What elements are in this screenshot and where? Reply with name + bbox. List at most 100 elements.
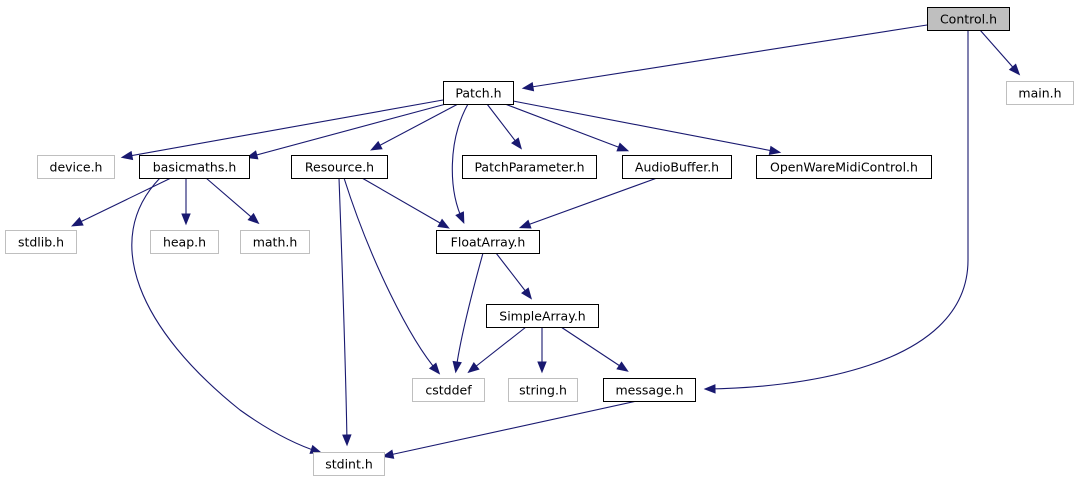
- edge-line: [123, 99, 444, 158]
- edges-layer: [70, 24, 1021, 459]
- edge-resource-to-cstddef: [343, 177, 441, 375]
- edge-arrowhead: [768, 145, 782, 156]
- node-box: [5, 230, 77, 254]
- node-openwaremidicontrol[interactable]: OpenWareMidiControl.h: [756, 155, 932, 179]
- node-label: device.h: [50, 160, 103, 175]
- node-string: string.h: [508, 378, 578, 402]
- edge-line: [495, 252, 531, 298]
- edge-patch-to-basicmaths: [245, 103, 447, 160]
- node-control[interactable]: Control.h: [927, 7, 1010, 31]
- node-label: AudioBuffer.h: [635, 160, 719, 175]
- node-patch[interactable]: Patch.h: [443, 81, 514, 105]
- node-box: [1006, 81, 1074, 105]
- node-main: main.h: [1006, 81, 1074, 105]
- edge-control-to-patch: [521, 24, 928, 92]
- node-cstddef: cstddef: [412, 378, 485, 402]
- edge-simplearray-to-cstddef: [467, 326, 527, 374]
- node-box: [291, 155, 388, 179]
- node-box: [139, 155, 250, 179]
- node-box: [462, 155, 597, 179]
- node-math: math.h: [240, 230, 310, 254]
- node-box: [150, 230, 219, 254]
- node-label: heap.h: [163, 235, 206, 250]
- edge-floatarray-to-simplearray: [495, 252, 533, 300]
- node-patchparameter[interactable]: PatchParameter.h: [462, 155, 597, 179]
- node-box: [436, 230, 540, 254]
- edge-arrowhead: [370, 140, 383, 151]
- node-label: FloatArray.h: [451, 235, 526, 250]
- edge-patch-to-openwaremidicontrol: [512, 100, 782, 156]
- edge-line: [486, 103, 521, 148]
- node-box: [927, 7, 1010, 31]
- node-label: cstddef: [425, 383, 472, 398]
- edge-resource-to-stdint: [338, 177, 352, 447]
- node-resource[interactable]: Resource.h: [291, 155, 388, 179]
- node-basicmaths[interactable]: basicmaths.h: [139, 155, 250, 179]
- edge-arrowhead: [537, 361, 547, 374]
- edge-basicmaths-to-math: [205, 177, 260, 225]
- edge-line: [131, 177, 320, 453]
- node-audiobuffer[interactable]: AudioBuffer.h: [622, 155, 732, 179]
- node-label: Patch.h: [455, 86, 501, 101]
- edge-line: [205, 177, 258, 223]
- edge-arrowhead: [521, 82, 535, 92]
- edge-patch-to-audiobuffer: [504, 103, 630, 152]
- node-floatarray[interactable]: FloatArray.h: [436, 230, 540, 254]
- node-label: SimpleArray.h: [499, 309, 585, 324]
- edge-arrowhead: [616, 142, 630, 152]
- edge-simplearray-to-string: [537, 327, 547, 374]
- node-box: [756, 155, 932, 179]
- edge-basicmaths-to-stdint: [131, 177, 323, 454]
- edge-line: [455, 252, 484, 371]
- edge-arrowhead: [511, 137, 523, 150]
- edge-line: [338, 177, 348, 444]
- edge-message-to-stdint: [381, 400, 638, 459]
- edge-arrowhead: [1008, 63, 1021, 76]
- node-simplearray[interactable]: SimpleArray.h: [486, 304, 599, 328]
- edge-line: [372, 103, 459, 150]
- edge-basicmaths-to-stdlib: [70, 177, 172, 227]
- node-box: [313, 452, 385, 476]
- edge-arrowhead: [428, 362, 441, 375]
- node-device: device.h: [37, 155, 115, 179]
- node-label: OpenWareMidiControl.h: [770, 160, 918, 175]
- edge-arrowhead: [455, 211, 465, 225]
- edge-simplearray-to-message: [560, 326, 629, 372]
- edge-arrowhead: [120, 150, 134, 161]
- edge-line: [343, 177, 439, 373]
- node-label: math.h: [253, 235, 298, 250]
- node-box: [412, 378, 485, 402]
- node-box: [486, 304, 599, 328]
- node-box: [240, 230, 310, 254]
- node-box: [443, 81, 514, 105]
- edge-control-to-message: [703, 29, 969, 394]
- edge-patch-to-floatarray: [451, 103, 469, 225]
- edge-arrowhead: [181, 213, 191, 226]
- edge-line: [512, 100, 779, 153]
- node-box: [603, 378, 696, 402]
- edge-arrowhead: [247, 212, 260, 225]
- node-box: [37, 155, 115, 179]
- node-box: [508, 378, 578, 402]
- edge-basicmaths-to-heap: [181, 178, 191, 226]
- node-label: stdint.h: [325, 457, 373, 472]
- node-label: PatchParameter.h: [474, 160, 584, 175]
- node-label: main.h: [1018, 86, 1061, 101]
- edge-arrowhead: [467, 362, 480, 374]
- node-label: basicmaths.h: [153, 160, 237, 175]
- node-label: Resource.h: [305, 160, 374, 175]
- node-heap: heap.h: [150, 230, 219, 254]
- edge-line: [524, 24, 928, 89]
- edge-arrowhead: [381, 449, 395, 459]
- edge-line: [521, 177, 658, 228]
- edge-patch-to-resource: [370, 103, 459, 151]
- node-message[interactable]: message.h: [603, 378, 696, 402]
- edge-line: [979, 29, 1019, 74]
- edge-line: [361, 177, 448, 228]
- edge-line: [73, 177, 172, 226]
- edge-control-to-main: [979, 29, 1021, 76]
- edge-line: [248, 103, 447, 158]
- edge-arrowhead: [521, 287, 533, 300]
